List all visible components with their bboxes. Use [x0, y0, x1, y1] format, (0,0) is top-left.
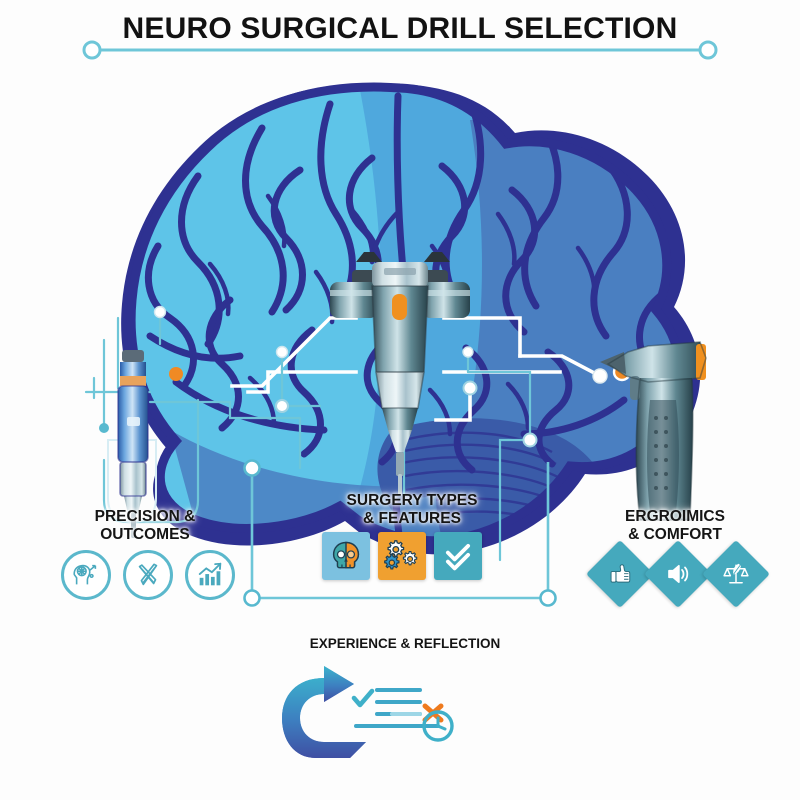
cross-head-surgical-drill	[330, 252, 470, 496]
growth-chart-icon[interactable]	[185, 550, 235, 600]
icon-row-experience	[280, 660, 528, 777]
title-block: NEURO SURGICAL DRILL SELECTION	[0, 12, 800, 46]
section-label-experience: EXPERIENCE & REFLECTION	[285, 636, 525, 652]
speaker-sound-icon[interactable]	[644, 540, 712, 608]
cycle-arrows-checklist-icon[interactable]	[280, 660, 528, 777]
pencil-grip-drill	[107, 350, 157, 538]
label-line: & COMFORT	[628, 525, 722, 543]
icon-row-precision	[48, 550, 248, 600]
brain-head-icon[interactable]	[61, 550, 111, 600]
circle-endpoint-icon	[698, 40, 718, 60]
pistol-grip-drill	[600, 341, 707, 521]
crossed-scalpel-icon[interactable]	[123, 550, 173, 600]
skull-icon[interactable]	[322, 532, 370, 580]
title-rule	[82, 40, 718, 60]
section-label-ergonomics: ERGROIMICS & COMFORT	[570, 508, 780, 544]
icon-row-ergonomics	[578, 540, 778, 608]
circle-endpoint-icon	[82, 40, 102, 60]
label-line: OUTCOMES	[100, 525, 190, 543]
label-line: PRECISION &	[94, 508, 196, 525]
label-line: & FEATURES	[363, 509, 461, 527]
connector-network	[84, 305, 632, 607]
label-line: ERGROIMICS	[625, 508, 725, 525]
scales-feather-icon[interactable]	[702, 540, 770, 608]
icon-row-surgery-types	[318, 532, 486, 580]
section-label-surgery-types: SURGERY TYPES & FEATURES	[312, 492, 512, 528]
gears-icon[interactable]	[378, 532, 426, 580]
double-check-icon[interactable]	[434, 532, 482, 580]
label-line: SURGERY TYPES	[346, 492, 478, 509]
thumbs-up-icon[interactable]	[586, 540, 654, 608]
page-title: NEURO SURGICAL DRILL SELECTION	[122, 12, 678, 45]
label-line: EXPERIENCE & REFLECTION	[309, 636, 501, 651]
section-label-precision: PRECISION & OUTCOMES	[40, 508, 250, 544]
